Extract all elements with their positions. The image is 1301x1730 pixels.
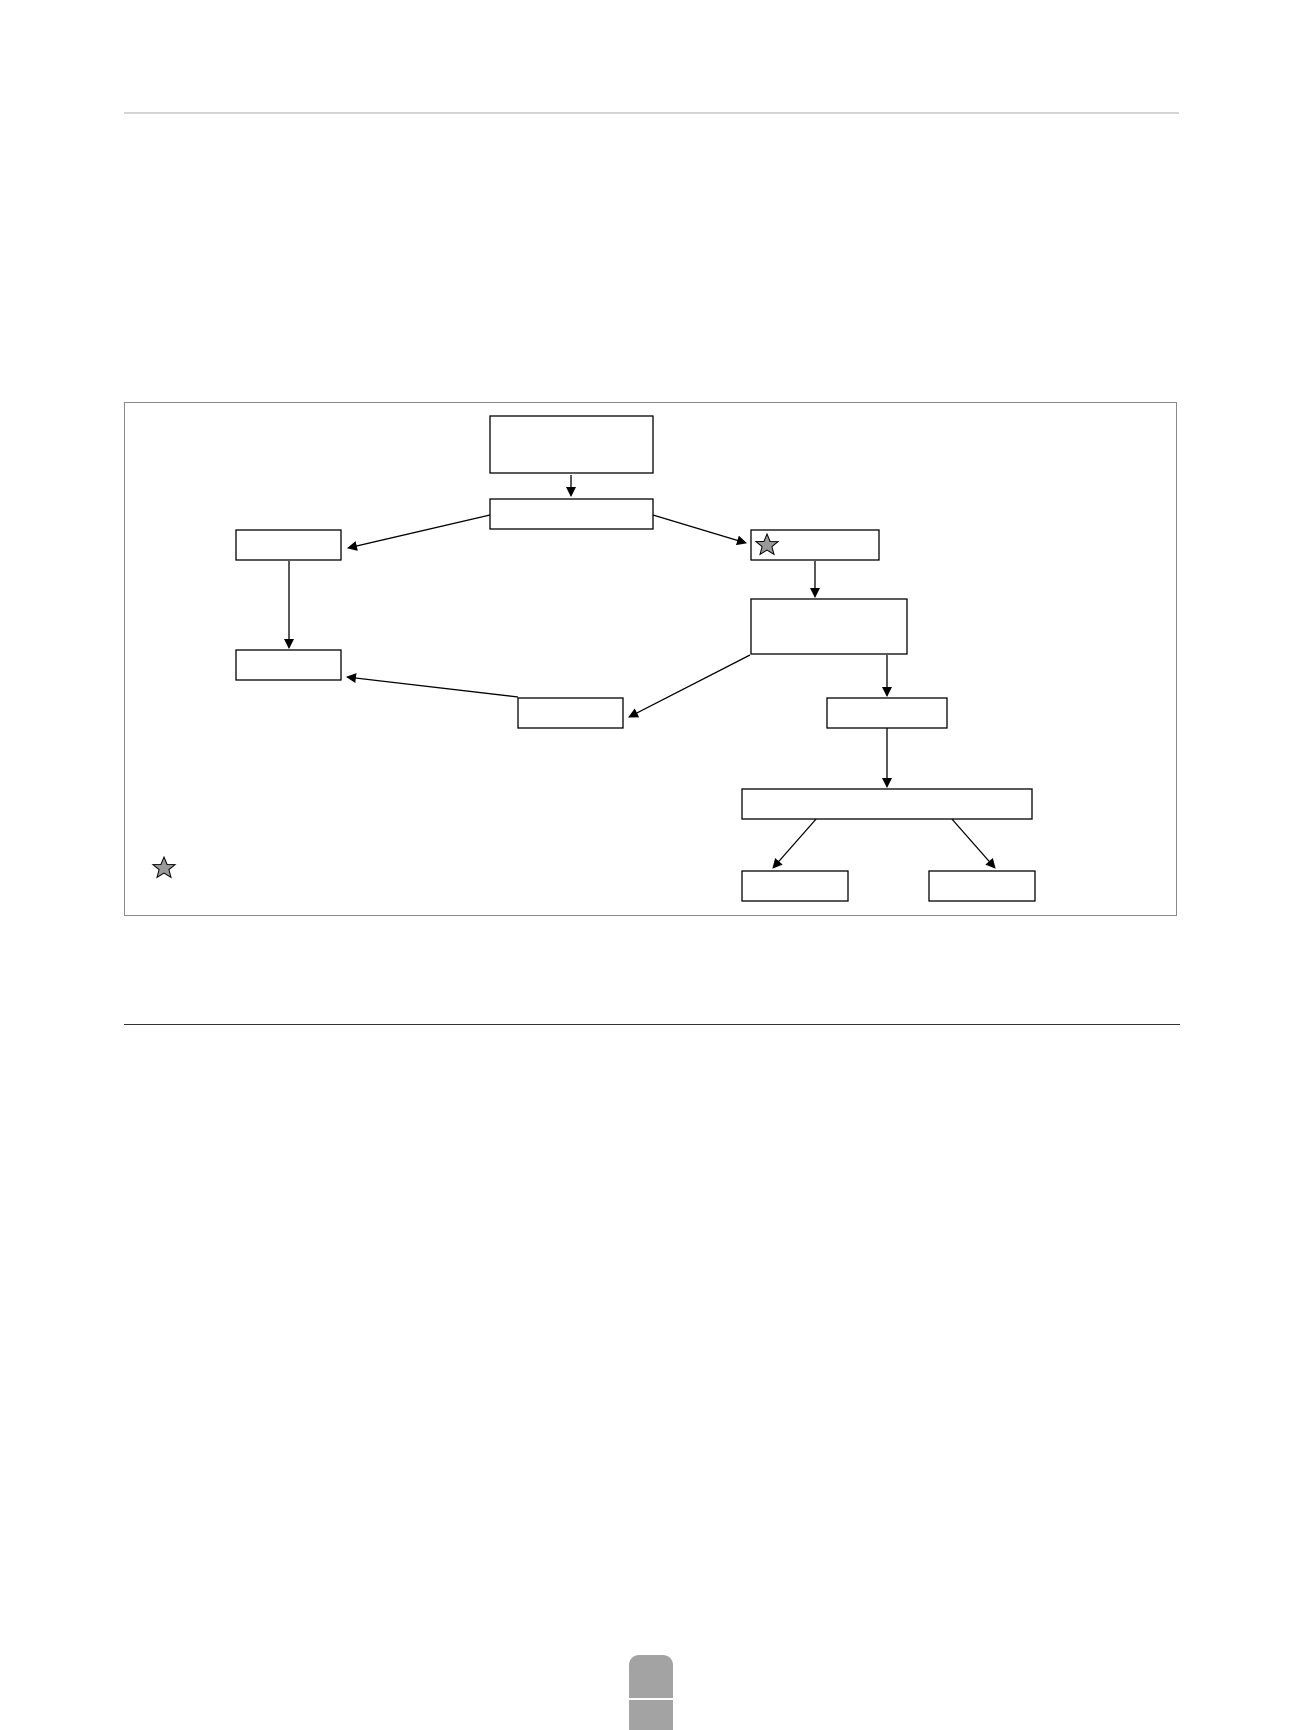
- footer-rule: [124, 1024, 1180, 1025]
- page-tab-divider: [629, 1698, 673, 1700]
- edge-middle-lower-to-left-lower: [346, 673, 519, 698]
- edge-wide-bottom-to-bottom-right: [950, 817, 996, 869]
- node-right-lower-box: [826, 697, 948, 729]
- node-second-box: [489, 498, 654, 530]
- node-top-box: [489, 415, 654, 474]
- nodes: [235, 415, 1036, 902]
- edge-second-to-left-upper: [347, 514, 491, 551]
- node-wide-bottom-box: [741, 788, 1033, 820]
- node-middle-lower-box: [517, 697, 624, 729]
- legend-star-icon: [151, 855, 177, 879]
- edge-wide-bottom-to-bottom-left: [772, 817, 818, 869]
- node-bottom-right-box: [928, 870, 1036, 902]
- node-bottom-left-box: [741, 870, 849, 902]
- star-icon: [754, 532, 780, 556]
- node-left-lower-box: [235, 649, 342, 681]
- header-rule: [124, 112, 1179, 114]
- edge-right-large-to-middle-lower: [628, 654, 751, 718]
- node-left-upper-box: [235, 529, 342, 561]
- node-right-large-box: [750, 598, 908, 655]
- edges: [284, 475, 996, 869]
- figure-frame: [124, 402, 1177, 916]
- page-number-tab: [629, 1655, 673, 1730]
- edge-second-to-right-starred: [652, 514, 747, 546]
